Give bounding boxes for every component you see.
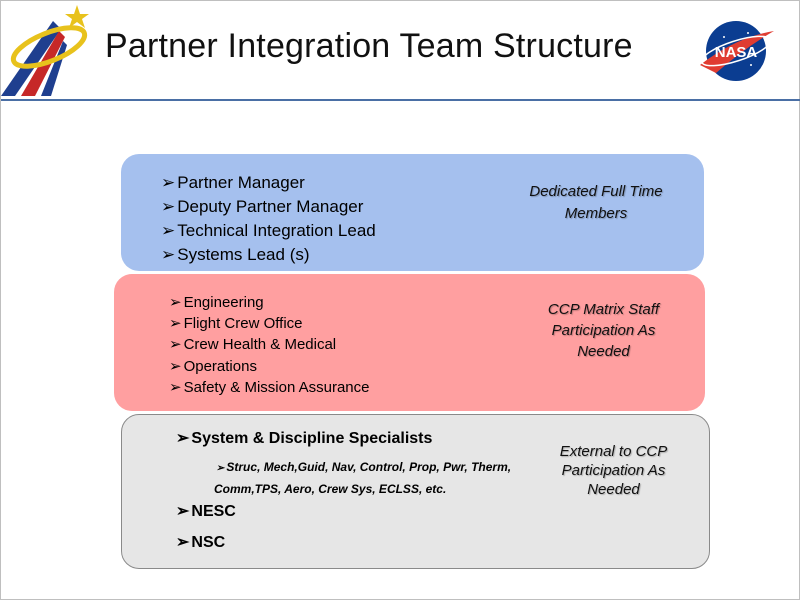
page-title: Partner Integration Team Structure <box>105 27 633 65</box>
specialists-detail: ➢Struc, Mech,Guid, Nav, Control, Prop, P… <box>214 460 512 496</box>
title-divider <box>1 99 800 101</box>
matrix-staff-box <box>114 274 705 411</box>
dedicated-side-label: Dedicated Full Time Members <box>529 183 663 222</box>
ccp-program-logo-icon <box>1 5 89 96</box>
list-item: ➢Safety & Mission Assurance <box>169 379 370 396</box>
arrow-bullet-icon: ➢ <box>161 221 176 240</box>
arrow-bullet-icon: ➢ <box>169 336 182 353</box>
list-item: ➢Engineering <box>169 294 264 311</box>
arrow-bullet-icon: ➢ <box>161 173 176 192</box>
arrow-bullet-icon: ➢ <box>169 294 182 311</box>
arrow-bullet-icon: ➢ <box>169 358 182 375</box>
external-support-box <box>121 414 710 569</box>
list-item: ➢Flight Crew Office <box>169 315 303 332</box>
arrow-bullet-icon: ➢ <box>176 430 190 447</box>
arrow-bullet-icon: ➢ <box>176 503 190 520</box>
nasa-logo-text: NASA <box>715 44 758 61</box>
list-item: ➢Systems Lead (s) <box>161 245 310 264</box>
arrow-bullet-icon: ➢ <box>216 463 225 474</box>
dedicated-team-box <box>121 154 704 271</box>
external-side-label: External to CCP Participation As Needed <box>559 443 668 498</box>
list-item: ➢NESC <box>176 503 236 520</box>
arrow-bullet-icon: ➢ <box>176 534 190 551</box>
arrow-bullet-icon: ➢ <box>169 315 182 332</box>
arrow-bullet-icon: ➢ <box>169 379 182 396</box>
list-item: ➢Partner Manager <box>161 173 305 192</box>
list-item: ➢NSC <box>176 534 226 551</box>
list-item: ➢Deputy Partner Manager <box>161 197 364 216</box>
specialists-heading: ➢System & Discipline Specialists <box>176 430 433 447</box>
list-item: ➢Technical Integration Lead <box>161 221 376 240</box>
list-item: ➢Crew Health & Medical <box>169 336 337 353</box>
arrow-bullet-icon: ➢ <box>161 245 176 264</box>
matrix-side-label: CCP Matrix Staff Participation As Needed <box>547 301 660 360</box>
list-item: ➢Operations <box>169 358 257 375</box>
nasa-logo-icon: NASA <box>700 21 774 81</box>
arrow-bullet-icon: ➢ <box>161 197 176 216</box>
